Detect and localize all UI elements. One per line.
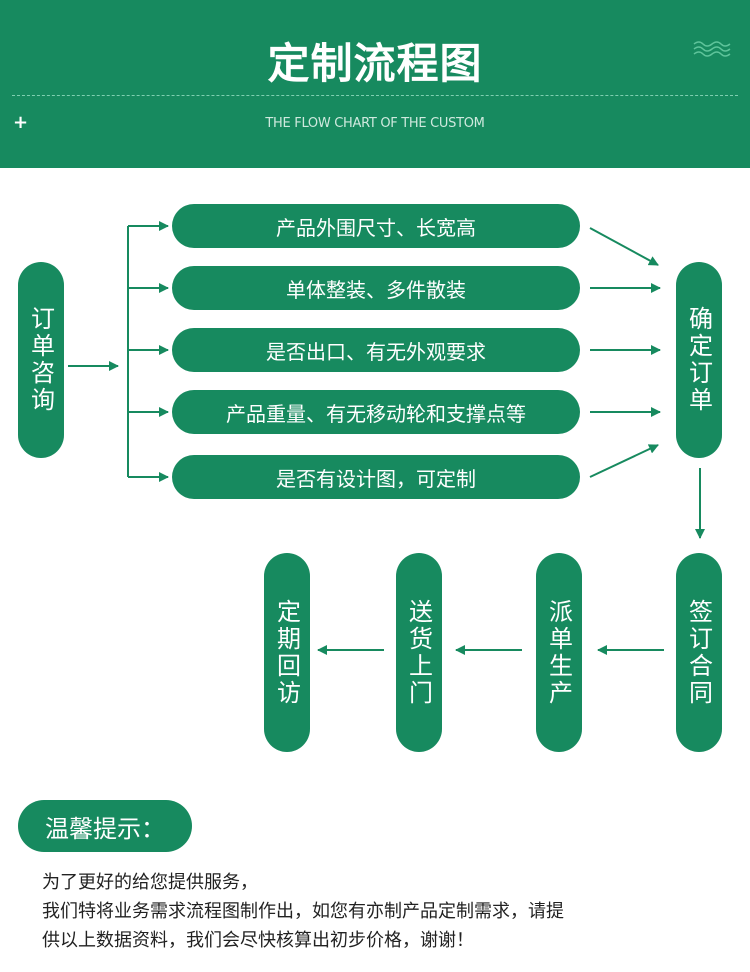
tips-line: 供以上数据资料，我们会尽快核算出初步价格，谢谢！ [42,930,474,951]
page-subtitle: THE FLOW CHART OF THE CUSTOM [265,116,485,131]
header-banner: 定制流程图 + THE FLOW CHART OF THE CUSTOM [0,0,750,168]
requirement-item: 产品外围尺寸、长宽高 [172,204,580,248]
step-sign-contract: 签订合同 [676,553,722,752]
step-confirm-order: 确定订单 [676,262,722,458]
tips-line: 我们特将业务需求流程图制作出，如您有亦制产品定制需求，请提 [42,901,564,922]
tips-text: 为了更好的给您提供服务， 我们特将业务需求流程图制作出，如您有亦制产品定制需求，… [42,868,564,955]
requirement-item: 产品重量、有无移动轮和支撑点等 [172,390,580,434]
arrow [589,444,659,478]
requirement-item: 是否有设计图，可定制 [172,455,580,499]
tips-line: 为了更好的给您提供服务， [42,872,258,893]
step-production: 派单生产 [536,553,582,752]
tips-label: 温馨提示： [18,800,192,852]
plus-icon: + [13,112,29,133]
requirement-item: 单体整装、多件散装 [172,266,580,310]
page-title: 定制流程图 [267,39,483,88]
step-follow-up: 定期回访 [264,553,310,752]
wave-icon [693,41,731,57]
arrow [589,227,659,266]
step-order-inquiry: 订单咨询 [18,262,64,458]
requirement-item: 是否出口、有无外观要求 [172,328,580,372]
step-delivery: 送货上门 [396,553,442,752]
divider [12,95,738,96]
